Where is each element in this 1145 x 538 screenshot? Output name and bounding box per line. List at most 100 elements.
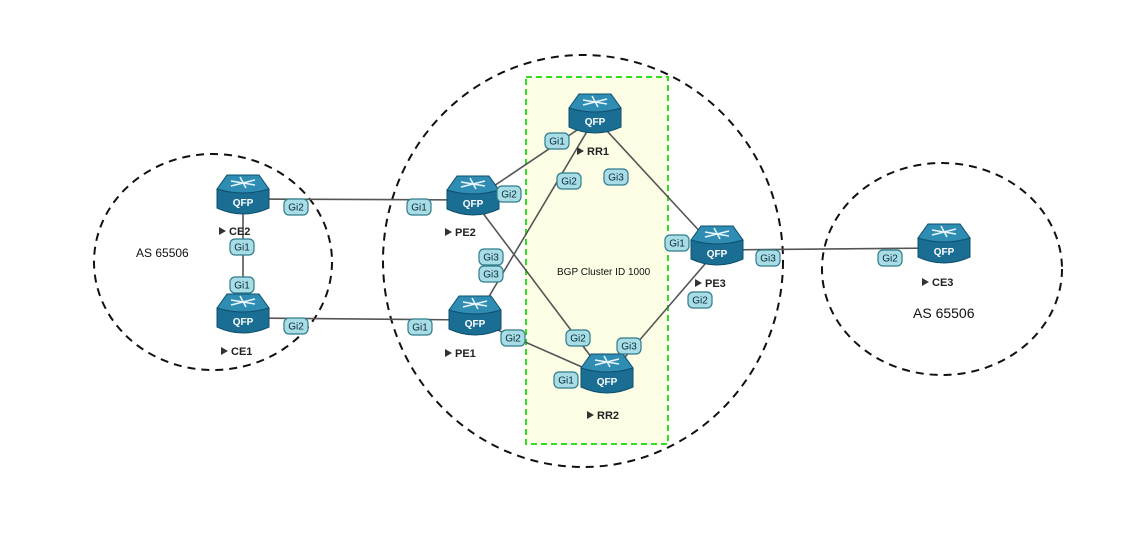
port-badge <box>603 168 629 186</box>
router-label: CE2 <box>229 226 250 238</box>
port-label: Gi2 <box>692 296 708 307</box>
router-label: CE3 <box>932 277 953 289</box>
link-pe2-rr2 <box>472 199 608 379</box>
play-arrow-icon <box>219 227 226 235</box>
port-pe2-gi1[interactable]: Gi1 <box>406 198 432 216</box>
port-ce2-gi2[interactable]: Gi2 <box>283 198 309 216</box>
link-pe3-ce3 <box>716 247 945 251</box>
play-arrow-icon <box>922 278 929 286</box>
port-ce1-gi1[interactable]: Gi1 <box>229 276 255 294</box>
port-ce1-gi2[interactable]: Gi2 <box>283 317 309 335</box>
port-rr1-gi3[interactable]: Gi3 <box>603 168 629 186</box>
port-badge <box>283 198 309 216</box>
router-badge-text: QFP <box>233 317 254 328</box>
router-badge-text: QFP <box>233 198 254 209</box>
router-body <box>448 309 502 336</box>
port-label: Gi2 <box>288 203 304 214</box>
router-ce3[interactable]: QFP CE3 <box>917 223 971 289</box>
port-rr1-gi1[interactable]: Gi1 <box>544 132 570 150</box>
router-arrows-icon <box>230 295 256 308</box>
router-body <box>690 239 744 266</box>
port-pe2-gi3[interactable]: Gi3 <box>478 248 504 266</box>
router-ce2[interactable]: QFP CE2 <box>216 174 270 238</box>
port-pe1-gi3[interactable]: Gi3 <box>478 265 504 283</box>
router-arrows-icon <box>462 297 488 310</box>
port-label: Gi1 <box>411 203 427 214</box>
router-label: PE3 <box>705 278 726 290</box>
port-badge <box>229 276 255 294</box>
port-pe1-gi2[interactable]: Gi2 <box>500 329 526 347</box>
port-badge <box>500 329 526 347</box>
port-badge <box>544 132 570 150</box>
port-ce3-gi2[interactable]: Gi2 <box>877 249 903 267</box>
router-pe3[interactable]: QFP PE3 <box>690 225 744 290</box>
play-arrow-icon <box>577 147 584 155</box>
router-label: RR2 <box>597 410 619 422</box>
port-pe1-gi1[interactable]: Gi1 <box>407 318 433 336</box>
port-label: Gi2 <box>505 334 521 345</box>
router-badge-text: QFP <box>465 319 486 330</box>
port-badge <box>565 329 591 347</box>
router-body <box>446 189 500 216</box>
port-badge <box>616 337 642 355</box>
port-label: Gi3 <box>483 253 499 264</box>
port-label: Gi2 <box>882 254 898 265</box>
port-badge <box>407 318 433 336</box>
port-badge <box>496 185 522 203</box>
port-rr1-gi2[interactable]: Gi2 <box>556 172 582 190</box>
port-rr2-gi3[interactable]: Gi3 <box>616 337 642 355</box>
router-ce1[interactable]: QFP CE1 <box>216 293 270 358</box>
port-badge <box>478 265 504 283</box>
port-label: Gi3 <box>483 270 499 281</box>
router-body <box>216 307 270 334</box>
port-label: Gi1 <box>669 239 685 250</box>
port-pe3-gi1[interactable]: Gi1 <box>664 234 690 252</box>
link-ce1-pe1 <box>242 317 476 321</box>
play-arrow-icon <box>695 279 702 287</box>
port-pe3-gi2[interactable]: Gi2 <box>687 291 713 309</box>
port-label: Gi3 <box>760 254 776 265</box>
router-badge-text: QFP <box>934 247 955 258</box>
port-badge <box>229 238 255 256</box>
port-badge <box>478 248 504 266</box>
port-badge <box>283 317 309 335</box>
router-label: PE2 <box>455 227 476 239</box>
play-arrow-icon <box>221 347 228 355</box>
router-arrows-icon <box>704 227 730 240</box>
link-ce2-pe2 <box>242 198 474 201</box>
port-rr2-gi2[interactable]: Gi2 <box>565 329 591 347</box>
port-badge <box>556 172 582 190</box>
zone-right-as <box>821 162 1063 376</box>
port-pe2-gi2[interactable]: Gi2 <box>496 185 522 203</box>
as-label-right: AS 65506 <box>913 305 975 321</box>
port-badge <box>664 234 690 252</box>
port-label: Gi2 <box>501 190 517 201</box>
link-rr1-pe3 <box>594 117 718 251</box>
router-arrows-icon <box>460 177 486 190</box>
routers: QFPCE2QFPCE1QFPPE2QFPPE1QFPRR1QFPRR2QFPP… <box>216 93 971 422</box>
port-ce2-gi1[interactable]: Gi1 <box>229 238 255 256</box>
port-pe3-gi3[interactable]: Gi3 <box>755 249 781 267</box>
port-label: Gi1 <box>234 281 250 292</box>
port-rr2-gi1[interactable]: Gi1 <box>553 371 579 389</box>
router-badge-text: QFP <box>707 249 728 260</box>
port-label: Gi1 <box>234 243 250 254</box>
port-label: Gi1 <box>558 376 574 387</box>
router-label: CE1 <box>231 346 252 358</box>
as-label-left: AS 65506 <box>136 246 189 260</box>
play-arrow-icon <box>587 411 594 419</box>
router-label: RR1 <box>587 146 609 158</box>
router-arrows-icon <box>582 95 608 108</box>
router-arrows-icon <box>230 176 256 189</box>
port-label: Gi2 <box>288 322 304 333</box>
port-label: Gi3 <box>621 342 637 353</box>
cluster-id-label: BGP Cluster ID 1000 <box>557 267 651 278</box>
port-label: Gi3 <box>608 173 624 184</box>
router-body <box>917 237 971 264</box>
